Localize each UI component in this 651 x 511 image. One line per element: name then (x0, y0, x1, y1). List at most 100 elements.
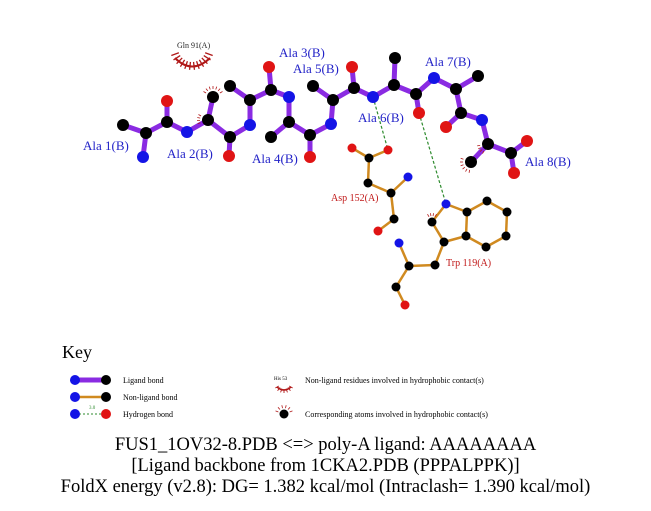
atom-oxygen (346, 61, 358, 73)
atom-carbon (427, 217, 437, 227)
atom-carbon (265, 131, 277, 143)
atom-nitrogen (394, 238, 404, 248)
atom-carbon (304, 129, 316, 141)
key-nitrogen-atom-icon (70, 375, 80, 385)
atom-carbon (455, 107, 467, 119)
hydrophobic-residue-spokes-icon (171, 52, 213, 70)
atom-carbon (482, 138, 494, 150)
atom-carbon (505, 147, 517, 159)
atom-carbon (244, 94, 256, 106)
atom-carbon (465, 156, 477, 168)
atom-oxygen (347, 143, 357, 153)
key-hbond-distance: 3.0 (89, 406, 96, 411)
residue-label-trp119: Trp 119(A) (446, 258, 492, 269)
atom-oxygen (440, 121, 452, 133)
atom-carbon (307, 80, 319, 92)
atom-nitrogen (367, 91, 379, 103)
atom-nitrogen (428, 72, 440, 84)
residue-label-ala4: Ala 4(B) (252, 151, 298, 166)
key-hydrophobic-atom-spokes-icon (275, 405, 293, 413)
residue-label-ala7: Ala 7(B) (425, 54, 471, 69)
atom-carbon (410, 88, 422, 100)
atom-oxygen (383, 145, 393, 155)
atom-carbon (482, 196, 492, 206)
atom-oxygen (304, 151, 316, 163)
atom-carbon (501, 231, 511, 241)
atom-oxygen (223, 150, 235, 162)
atom-carbon (439, 237, 449, 247)
atom-oxygen (263, 61, 275, 73)
key-corresponding-atoms-label: Corresponding atoms involved in hydropho… (305, 410, 488, 419)
atom-carbon (327, 94, 339, 106)
residue-label-ala5: Ala 5(B) (293, 61, 339, 76)
hydrophobic-contact-icon (203, 86, 223, 94)
atom-nitrogen (403, 172, 413, 182)
atom-carbon (140, 127, 152, 139)
atom-nitrogen (244, 119, 256, 131)
hydrophobic-contact-icon (427, 213, 437, 218)
residue-label-ala2: Ala 2(B) (167, 146, 213, 161)
atom-oxygen (521, 135, 533, 147)
key-ligand-bond-label: Ligand bond (123, 376, 164, 385)
atom-carbon (207, 91, 219, 103)
key-carbon-atom-icon (101, 375, 111, 385)
key-hydrogen-bond-label: Hydrogen bond (123, 410, 173, 419)
atom-carbon (502, 207, 512, 217)
key-oxygen-atom-icon (101, 409, 111, 419)
atom-carbon (404, 261, 414, 271)
atom-carbon (364, 153, 374, 163)
atom-carbon (202, 114, 214, 126)
atom-carbon (283, 116, 295, 128)
hydrogen-bond (372, 96, 389, 151)
residue-label-asp152: Asp 152(A) (331, 193, 379, 204)
atom-oxygen (161, 95, 173, 107)
atom-nitrogen (325, 118, 337, 130)
atom-carbon (389, 214, 399, 224)
caption-line-3: FoldX energy (v2.8): DG= 1.382 kcal/mol … (60, 477, 591, 497)
atom-carbon (386, 188, 396, 198)
hydrogen-bond (418, 112, 447, 205)
key-title: Key (62, 342, 92, 362)
atom-nitrogen (181, 126, 193, 138)
caption-line-2: [Ligand backbone from 1CKA2.PDB (PPPALPP… (131, 456, 520, 476)
residue-label-ala3: Ala 3(B) (279, 45, 325, 60)
residue-label-gln91: Gln 91(A) (177, 41, 211, 50)
atom-carbon (363, 178, 373, 188)
residue-label-ala1: Ala 1(B) (83, 138, 129, 153)
key-nitrogen-atom-icon (70, 392, 80, 402)
key-carbon-atom-icon (101, 392, 111, 402)
hydrophobic-residue-arc-icon (174, 57, 211, 68)
key-hydrophobic-atom-icon (279, 409, 289, 419)
atom-carbon (391, 282, 401, 292)
atom-nitrogen (441, 199, 451, 209)
atom-carbon (224, 131, 236, 143)
residue-label-ala8: Ala 8(B) (525, 154, 571, 169)
atom-nitrogen (476, 114, 488, 126)
atom-oxygen (508, 167, 520, 179)
key-nonligand-hydrophobic-label: Non-ligand residues involved in hydropho… (305, 376, 484, 385)
atom-carbon (117, 119, 129, 131)
atom-carbon (450, 83, 462, 95)
atom-carbon (388, 79, 400, 91)
atom-oxygen (400, 300, 410, 310)
caption-line-1: FUS1_1OV32-8.PDB <=> poly-A ligand: AAAA… (114, 435, 537, 455)
residue-label-ala6: Ala 6(B) (358, 110, 404, 125)
key-nonligand-bond-label: Non-ligand bond (123, 393, 178, 402)
atom-carbon (430, 260, 440, 270)
atom-carbon (461, 231, 471, 241)
atom-carbon (224, 80, 236, 92)
hydrophobic-contact-icon (196, 114, 202, 125)
atom-oxygen (413, 107, 425, 119)
key-nitrogen-atom-icon (70, 409, 80, 419)
atom-carbon (472, 70, 484, 82)
atom-carbon (265, 84, 277, 96)
hydrophobic-contact-icon (477, 144, 485, 154)
atom-carbon (389, 52, 401, 64)
atom-oxygen (373, 226, 383, 236)
key-hydrophobic-residue-spokes-icon (275, 385, 293, 393)
atom-carbon (481, 242, 491, 252)
hydrophobic-contact-icon (460, 157, 471, 173)
atom-carbon (161, 116, 173, 128)
atom-nitrogen (137, 151, 149, 163)
